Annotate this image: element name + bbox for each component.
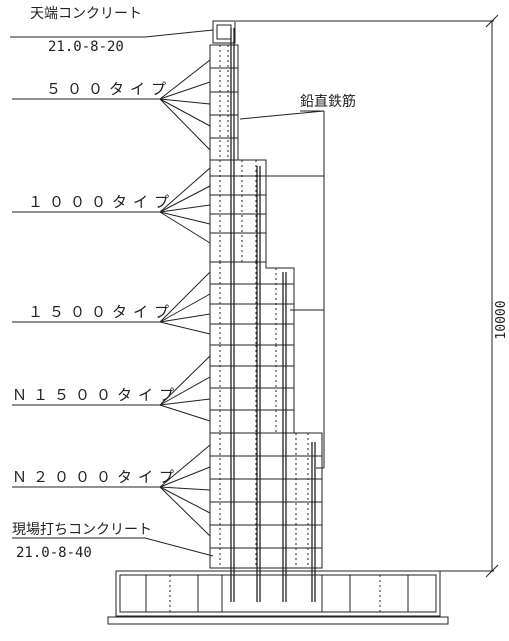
- block-stack-n2000: [209, 432, 323, 569]
- label-top-concrete-spec: 21.0-8-20: [48, 39, 124, 55]
- foundation-footing: [107, 570, 449, 625]
- label-cast-concrete: 現場打ちコンクリート: [12, 521, 152, 538]
- leader-lines: [10, 29, 325, 557]
- top-concrete-cap-inner: [216, 24, 232, 40]
- leader-top-concrete: [10, 29, 214, 38]
- label-type-n1500: Ｎ１５００タイプ: [12, 386, 180, 404]
- label-type-1500: １５００タイプ: [28, 303, 175, 321]
- label-type-n2000: Ｎ２０００タイプ: [12, 468, 180, 486]
- height-dimension: [236, 14, 499, 578]
- block-stack-1500: [209, 262, 295, 346]
- label-top-concrete: 天端コンクリート: [30, 6, 142, 22]
- block-stack-n1500: [209, 344, 295, 434]
- block-stack-500: [209, 44, 239, 161]
- leader-cast-concrete: [12, 537, 214, 557]
- top-concrete-cap: [212, 20, 236, 44]
- label-type-1000: １０００タイプ: [28, 193, 175, 211]
- vertical-rebars: [230, 28, 316, 602]
- label-type-500: ５００タイプ: [46, 80, 172, 98]
- label-height-dimension: 10000: [494, 300, 509, 339]
- label-vertical-rebar: 鉛直鉄筋: [300, 93, 356, 110]
- label-cast-concrete-spec: 21.0-8-40: [16, 545, 92, 561]
